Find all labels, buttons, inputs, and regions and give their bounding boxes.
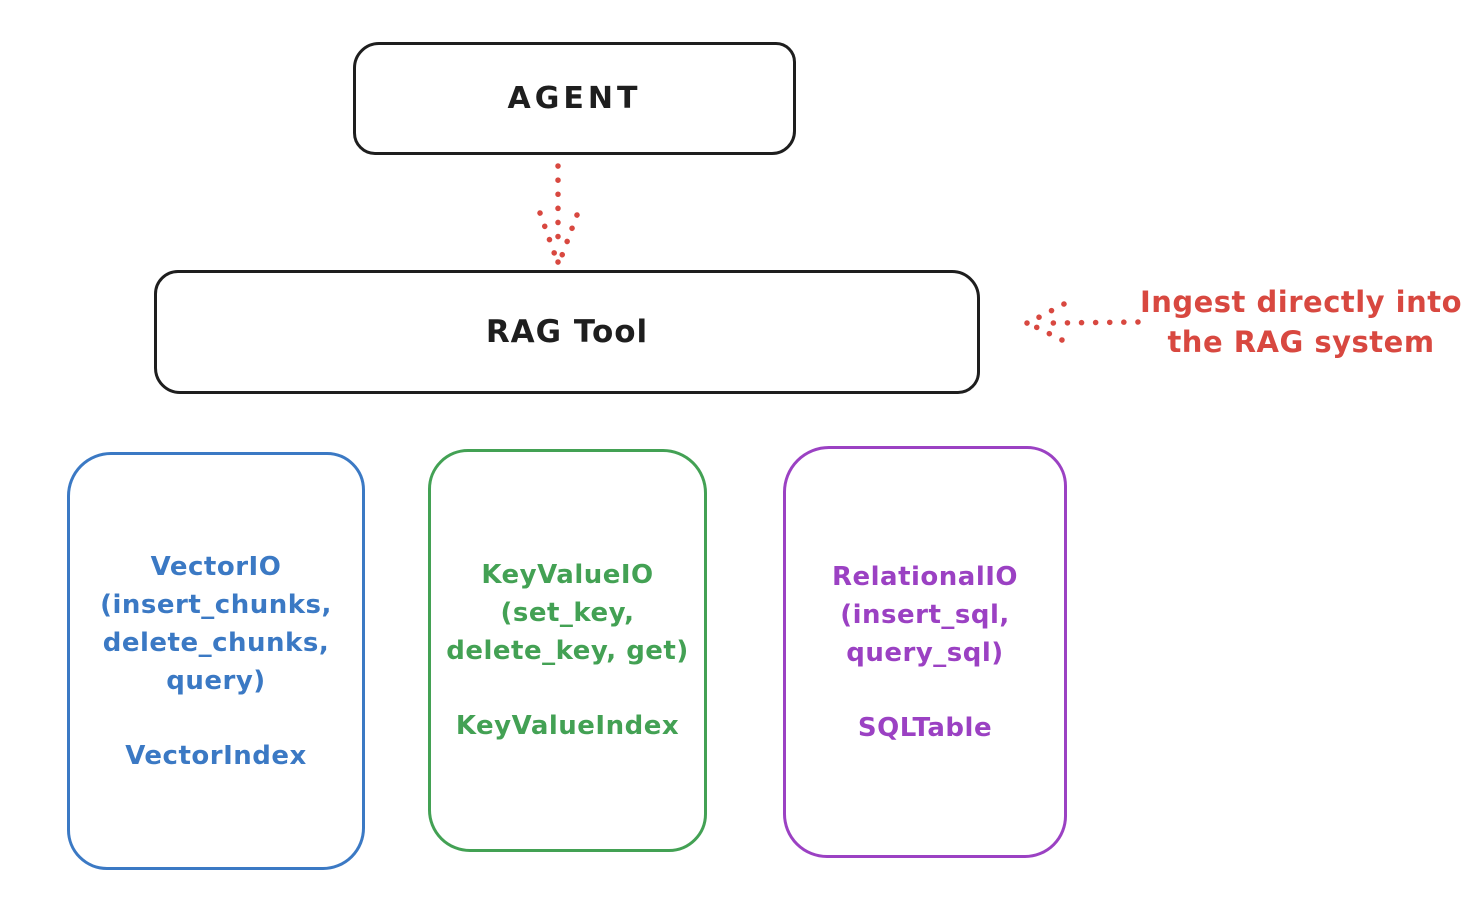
keyvalue-io-methods-line-2: delete_key, get) [446, 636, 689, 666]
relational-io-methods-line-1: (insert_sql, [840, 599, 1010, 630]
vector-io-node: VectorIO (insert_chunks, delete_chunks, … [67, 452, 365, 870]
relational-io-methods-line-2: query_sql) [846, 637, 1004, 668]
relational-io-table-label: SQLTable [857, 712, 993, 743]
annotation-text: Ingest directly into the RAG system [1138, 282, 1464, 362]
agent-to-rag-arrow-icon [537, 163, 580, 265]
annotation-to-rag-arrow-icon [1024, 301, 1141, 343]
rag-tool-node: RAG Tool [154, 270, 980, 394]
relational-io-title: RelationalIO [831, 561, 1019, 592]
vector-io-methods-line-1: (insert_chunks, [100, 589, 332, 620]
keyvalue-io-index-label: KeyValueIndex [455, 711, 680, 741]
vector-io-title: VectorIO [150, 551, 282, 582]
vector-io-index-label: VectorIndex [125, 740, 307, 771]
agent-node: AGENT [353, 42, 796, 155]
relational-io-node: RelationalIO (insert_sql, query_sql) SQL… [783, 446, 1067, 858]
vector-io-methods-line-3: query) [166, 665, 266, 696]
keyvalue-io-title: KeyValueIO [481, 560, 654, 590]
rag-tool-label: RAG Tool [485, 314, 649, 350]
keyvalue-io-methods-line-1: (set_key, [500, 598, 635, 628]
annotation-line-2: the RAG system [1167, 325, 1435, 359]
keyvalue-io-node: KeyValueIO (set_key, delete_key, get) Ke… [428, 449, 707, 852]
agent-label: AGENT [507, 81, 642, 116]
annotation-line-1: Ingest directly into [1139, 285, 1463, 319]
vector-io-methods-line-2: delete_chunks, [102, 627, 330, 658]
